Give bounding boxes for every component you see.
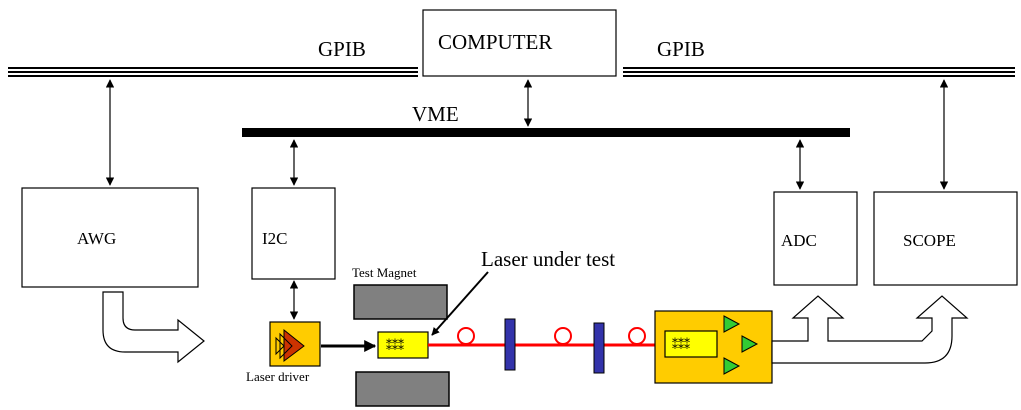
vme-label: VME — [412, 102, 459, 126]
laser-driver — [269, 321, 321, 367]
i2c-box — [251, 187, 336, 280]
awg-box — [21, 187, 199, 288]
optical-fiber — [428, 327, 655, 347]
test-magnet-bottom — [355, 371, 450, 407]
fiber-loop-3 — [628, 327, 646, 345]
receiver-chip — [664, 330, 718, 358]
laser-under-test-pointer — [431, 271, 489, 336]
gpib-label-right: GPIB — [657, 37, 705, 61]
computer-box — [422, 9, 617, 77]
awg-label: AWG — [77, 229, 116, 248]
scope-box — [873, 191, 1018, 286]
i2c-label: I2C — [262, 229, 288, 248]
vme-bus — [242, 128, 850, 137]
receiver-output-arrow — [771, 295, 969, 364]
computer-label: COMPUTER — [438, 30, 552, 54]
scope-label: SCOPE — [903, 231, 956, 250]
laser-driver-label: Laser driver — [246, 369, 310, 384]
awg-output-arrow — [102, 291, 205, 364]
detector-icon-2 — [741, 335, 759, 353]
gpib-label-left: GPIB — [318, 37, 366, 61]
test-magnet-label: Test Magnet — [352, 265, 417, 280]
svg-text:⁑⁑⁑: ⁑⁑⁑ — [672, 337, 690, 352]
test-magnet-top — [353, 284, 448, 320]
fiber-loop-1 — [457, 327, 475, 345]
attenuator-2 — [593, 322, 605, 374]
laser-under-test-label: Laser under test — [481, 247, 615, 271]
laser-under-test-chip: ⁑⁑⁑ — [377, 331, 429, 359]
gpib-bus-right — [623, 67, 1015, 77]
adc-label: ADC — [781, 231, 817, 250]
detector-icon-1 — [723, 315, 741, 333]
receiver-board: ⁑⁑⁑ — [654, 310, 773, 384]
svg-text:⁑⁑⁑: ⁑⁑⁑ — [386, 338, 404, 353]
adc-box — [773, 191, 858, 286]
detector-icon-3 — [723, 357, 741, 375]
fiber-loop-2 — [554, 327, 572, 345]
attenuator-1 — [504, 318, 516, 371]
gpib-bus-left — [8, 67, 418, 77]
